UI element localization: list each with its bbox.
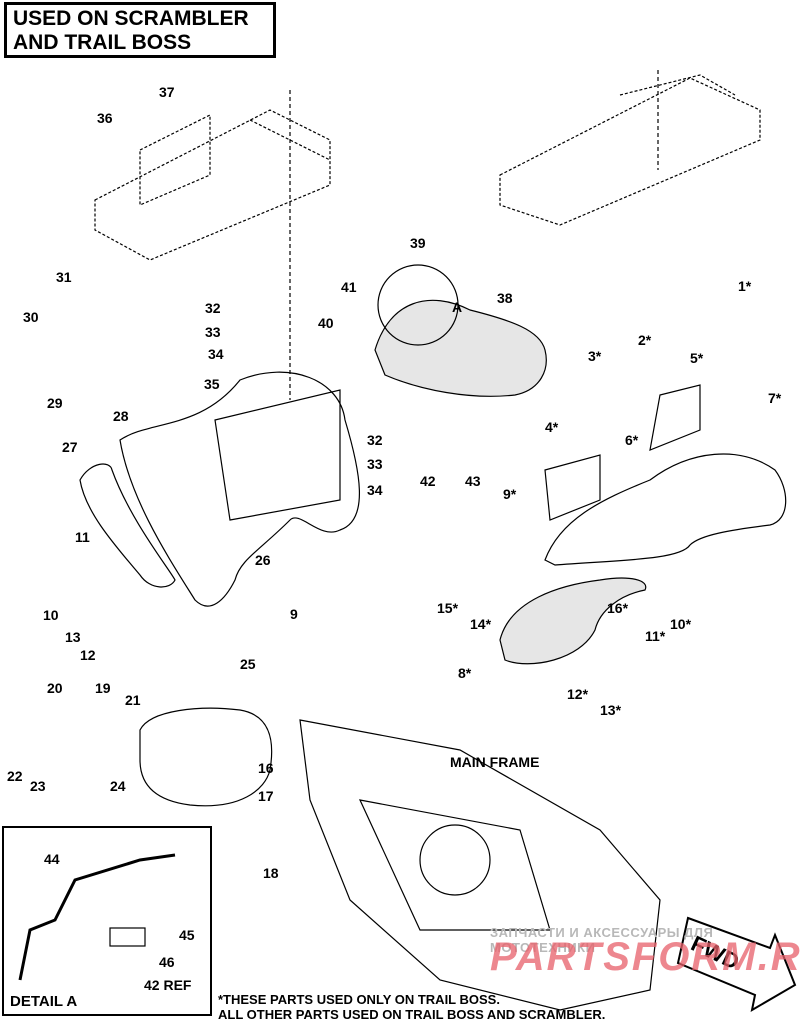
callout-22: 22 xyxy=(7,768,23,784)
callout-42-ref: 42 REF xyxy=(144,977,192,993)
callout-10: 10 xyxy=(43,607,59,623)
callout-31: 31 xyxy=(56,269,72,285)
callout-34-upper: 34 xyxy=(208,346,224,362)
callout-29: 29 xyxy=(47,395,63,411)
callout-13-star: 13* xyxy=(600,702,622,718)
callout-11-star: 11* xyxy=(645,628,666,644)
callout-7: 7* xyxy=(768,390,782,406)
fuel-tank-drawing xyxy=(139,707,273,807)
callout-5: 5* xyxy=(690,350,704,366)
callout-20: 20 xyxy=(47,680,63,696)
callout-34-lower: 34 xyxy=(367,482,383,498)
mud-flap-drawing xyxy=(79,463,176,588)
rear-fender-drawing xyxy=(119,371,360,607)
title-line-1: USED ON SCRAMBLER xyxy=(13,7,249,30)
callout-3: 3* xyxy=(588,348,602,364)
callout-21: 21 xyxy=(125,692,141,708)
forward-arrow-icon xyxy=(676,916,797,1012)
callout-32-lower: 32 xyxy=(367,432,383,448)
callout-10-star: 10* xyxy=(670,616,692,632)
callout-26: 26 xyxy=(255,552,271,568)
callout-43: 43 xyxy=(465,473,481,489)
watermark-brand: PARTSFORM.RU xyxy=(490,935,800,979)
footnote-line-1: *THESE PARTS USED ONLY ON TRAIL BOSS. xyxy=(218,992,500,1007)
footnote: *THESE PARTS USED ONLY ON TRAIL BOSS. AL… xyxy=(218,992,605,1022)
callout-detail-a-marker: A xyxy=(452,299,463,315)
callout-32-upper: 32 xyxy=(205,300,221,316)
footnote-line-2: ALL OTHER PARTS USED ON TRAIL BOSS AND S… xyxy=(218,1007,606,1022)
main-frame-drawing xyxy=(299,719,661,1011)
callout-23: 23 xyxy=(30,778,46,794)
callout-39: 39 xyxy=(410,235,426,251)
callout-19: 19 xyxy=(95,680,111,696)
callout-1: 1* xyxy=(738,278,752,294)
detail-a-circle xyxy=(377,264,459,346)
callout-46: 46 xyxy=(159,954,175,970)
callout-6: 6* xyxy=(625,432,639,448)
callout-35: 35 xyxy=(204,376,220,392)
applicability-title: USED ON SCRAMBLER AND TRAIL BOSS xyxy=(4,2,276,58)
detail-a-plate xyxy=(109,927,146,947)
callout-33-upper: 33 xyxy=(205,324,221,340)
callout-11: 11 xyxy=(75,529,90,545)
title-line-2: AND TRAIL BOSS xyxy=(13,31,192,54)
watermark-tagline: ЗАПЧАСТИ И АКСЕССУАРЫ ДЛЯ МОТОТЕХНИКИ xyxy=(490,925,714,955)
callout-37: 37 xyxy=(159,84,175,100)
callout-28: 28 xyxy=(113,408,129,424)
detail-a-title: DETAIL A xyxy=(10,993,78,1010)
callout-18: 18 xyxy=(263,865,279,881)
callout-2: 2* xyxy=(638,332,652,348)
rear-rack-drawing xyxy=(94,109,331,261)
callout-9-star: 9* xyxy=(503,486,517,502)
callout-16: 16 xyxy=(258,760,274,776)
front-mud-flap-drawing xyxy=(499,577,647,665)
main-frame-label: MAIN FRAME xyxy=(450,754,540,770)
callout-42: 42 xyxy=(420,473,436,489)
callout-12-star: 12* xyxy=(567,686,589,702)
callout-13: 13 xyxy=(65,629,81,645)
callout-33-lower: 33 xyxy=(367,456,383,472)
front-fender-drawing xyxy=(544,384,787,566)
seat-drawing xyxy=(374,299,547,397)
callout-45: 45 xyxy=(179,927,195,943)
detail-a-panel: 44 45 46 42 REF DETAIL A xyxy=(2,826,212,1016)
callout-9: 9 xyxy=(290,606,298,622)
callout-14-star: 14* xyxy=(470,616,492,632)
callout-27: 27 xyxy=(62,439,78,455)
callout-12: 12 xyxy=(80,647,96,663)
drawing-layer xyxy=(18,70,797,1012)
callout-4: 4* xyxy=(545,419,559,435)
callout-25: 25 xyxy=(240,656,256,672)
callout-24: 24 xyxy=(110,778,126,794)
callout-15-star: 15* xyxy=(437,600,459,616)
callout-36: 36 xyxy=(97,110,113,126)
callout-38: 38 xyxy=(497,290,513,306)
callout-44: 44 xyxy=(44,851,60,867)
callout-16-star: 16* xyxy=(607,600,629,616)
callout-8: 8* xyxy=(458,665,472,681)
callout-30: 30 xyxy=(23,309,39,325)
detail-a-rod xyxy=(18,853,176,981)
callout-40: 40 xyxy=(318,315,334,331)
callout-41: 41 xyxy=(341,279,357,295)
front-rack-drawing xyxy=(499,74,761,226)
callout-17: 17 xyxy=(258,788,274,804)
